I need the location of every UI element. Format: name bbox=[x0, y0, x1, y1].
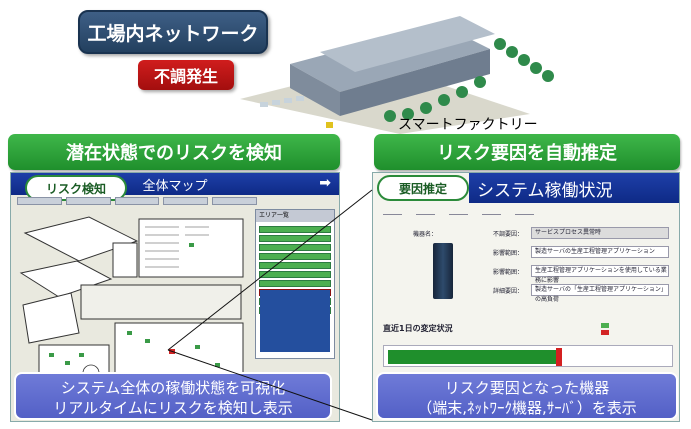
map-tab[interactable] bbox=[212, 197, 257, 205]
area-row[interactable] bbox=[259, 262, 331, 269]
system-info-cell bbox=[416, 207, 436, 215]
detail-line: 詳細要因： 製造サーバの「生産工程管理アプリケーション」の高負荷 bbox=[493, 282, 669, 303]
legend-swatch-alert bbox=[601, 330, 609, 335]
floor-map[interactable] bbox=[19, 213, 247, 389]
area-row[interactable] bbox=[259, 235, 331, 242]
right-footer-line1: リスク要因となった機器 bbox=[444, 379, 610, 397]
floor-room bbox=[22, 292, 80, 344]
device-name-label: 機器名： bbox=[413, 231, 438, 238]
trend-legend bbox=[601, 323, 609, 337]
system-info-cell bbox=[383, 207, 403, 215]
factory-vehicles bbox=[260, 96, 304, 107]
floor-room bbox=[23, 216, 139, 262]
area-list-title: エリア一覧 bbox=[256, 210, 334, 222]
detail-value: 生産工程管理アプリケーションを使用している業務に影響 bbox=[531, 265, 669, 284]
detail-key: 影響範囲： bbox=[493, 249, 524, 257]
factory-side-1 bbox=[290, 64, 340, 116]
area-list-panel: エリア一覧 bbox=[255, 209, 335, 359]
left-section-header: 潜在状態でのリスクを検知 bbox=[8, 134, 340, 170]
right-section-header: リスク要因を自動推定 bbox=[374, 134, 680, 170]
trend-ok-segment bbox=[388, 350, 558, 364]
left-footer-caption: システム全体の稼働状態を可視化 リアルタイムにリスクを検知し表示 bbox=[14, 372, 332, 420]
area-row[interactable] bbox=[259, 253, 331, 260]
system-info-cell bbox=[449, 207, 469, 215]
server-room bbox=[138, 218, 244, 278]
right-footer-caption: リスク要因となった機器 （端末,ﾈｯﾄﾜｰｸ機器,ｻｰﾊﾞ）を表示 bbox=[376, 372, 678, 420]
legend-swatch-ok bbox=[601, 323, 609, 328]
map-tab[interactable] bbox=[163, 197, 209, 205]
detail-value: サービスプロセス異常時 bbox=[531, 227, 669, 239]
risk-detail-box: 不調要因： サービスプロセス異常時 影響範囲： 製造サーバの生産工程管理アプリケ… bbox=[493, 225, 669, 319]
map-tab[interactable] bbox=[65, 197, 111, 205]
right-footer-line2: （端末,ﾈｯﾄﾜｰｸ機器,ｻｰﾊﾞ）を表示 bbox=[417, 399, 637, 417]
trend-title: 直近1日の変定状況 bbox=[383, 324, 453, 333]
factory-illustration bbox=[230, 4, 560, 134]
floor-room bbox=[112, 242, 138, 278]
detail-key: 影響範囲： bbox=[493, 268, 524, 276]
area-row[interactable] bbox=[259, 271, 331, 278]
network-callout: 工場内ネットワーク bbox=[78, 10, 268, 54]
detail-line: 不調要因： サービスプロセス異常時 bbox=[493, 225, 669, 241]
detail-value: 製造サーバの生産工程管理アプリケーション bbox=[531, 246, 669, 258]
area-row[interactable] bbox=[259, 226, 331, 233]
overall-map-title: 全体マップ bbox=[142, 178, 208, 194]
alert-device-marker[interactable] bbox=[169, 349, 175, 354]
legend-item bbox=[601, 323, 609, 328]
smart-factory-label: スマートファクトリー bbox=[398, 117, 538, 133]
legend-item bbox=[601, 330, 609, 335]
area-row[interactable] bbox=[259, 244, 331, 251]
detail-line: 影響範囲： 製造サーバの生産工程管理アプリケーション bbox=[493, 244, 669, 260]
factory-trees bbox=[384, 38, 554, 122]
system-info-cell bbox=[482, 207, 502, 215]
system-status-title-bar: システム稼働状況 bbox=[469, 173, 679, 203]
factory-roof-2 bbox=[320, 16, 495, 72]
fault-callout: 不調発生 bbox=[138, 60, 234, 90]
cause-estimate-badge: 要因推定 bbox=[377, 175, 469, 201]
corridor bbox=[80, 284, 242, 320]
map-tab-strip bbox=[17, 197, 257, 207]
arrow-right-icon[interactable]: ➡ bbox=[319, 175, 331, 191]
detail-key: 不調要因： bbox=[493, 230, 524, 238]
factory-truck bbox=[326, 122, 333, 128]
left-footer-line2: リアルタイムにリスクを検知し表示 bbox=[53, 399, 293, 417]
server-rack-icon[interactable] bbox=[433, 243, 453, 299]
trend-timeline[interactable] bbox=[383, 345, 673, 367]
floor-room bbox=[19, 260, 113, 298]
trend-future-segment bbox=[564, 350, 668, 364]
system-info-cell bbox=[515, 207, 535, 215]
detail-key: 詳細要因： bbox=[493, 287, 524, 295]
area-detail-pane bbox=[260, 290, 330, 352]
detail-line: 影響範囲： 生産工程管理アプリケーションを使用している業務に影響 bbox=[493, 263, 669, 284]
left-footer-line1: システム全体の稼働状態を可視化 bbox=[60, 379, 286, 397]
map-tab[interactable] bbox=[17, 197, 62, 205]
system-info-row bbox=[383, 207, 535, 215]
area-row[interactable] bbox=[259, 280, 331, 287]
factory-wall-1 bbox=[340, 49, 490, 116]
map-tab[interactable] bbox=[114, 197, 160, 205]
trend-alert-marker[interactable] bbox=[556, 348, 562, 366]
factory-building-graphic bbox=[240, 16, 554, 134]
detail-value: 製造サーバの「生産工程管理アプリケーション」の高負荷 bbox=[531, 284, 669, 303]
system-status-title: システム稼働状況 bbox=[477, 180, 613, 201]
